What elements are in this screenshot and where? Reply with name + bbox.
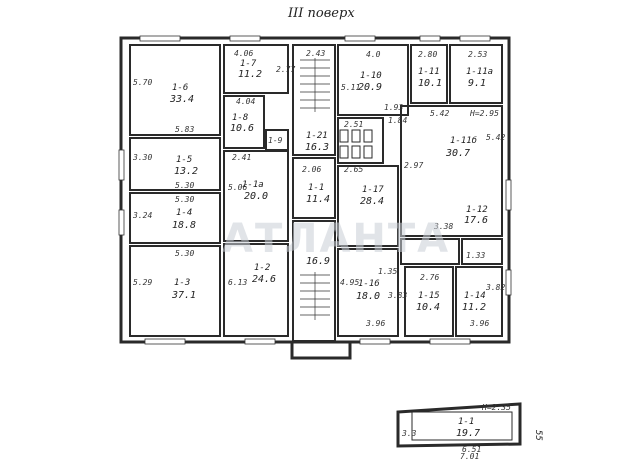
room-id: 1-14 xyxy=(464,291,486,301)
room-dim: 2.43 xyxy=(306,49,325,58)
room-id: 1-4 xyxy=(176,208,192,218)
room-dim: 2.65 xyxy=(344,165,363,174)
room-area: 11.4 xyxy=(306,194,330,205)
room-dim: 2.53 xyxy=(468,50,487,59)
room-id: 1-1а xyxy=(242,180,264,190)
room-dim: 2.76 xyxy=(420,273,439,282)
room-dim: 3.96 xyxy=(365,319,385,328)
room-dim: 5.42 xyxy=(486,133,505,142)
interior-walls xyxy=(129,44,503,342)
room-dim: 5.30 xyxy=(175,195,194,204)
room-area: 37.1 xyxy=(171,290,196,301)
room-dim: 3.24 xyxy=(132,211,152,220)
room-area: 18.0 xyxy=(356,291,380,302)
room-dim: 4.06 xyxy=(234,49,253,58)
room-dim: 6.13 xyxy=(228,278,247,287)
room-dim: 2.51 xyxy=(344,120,363,129)
room-dim: 1.84 xyxy=(388,116,407,125)
room-dim: 2.97 xyxy=(404,161,423,170)
room-id: 1-11а xyxy=(466,67,493,77)
misc-dim: 1.35 xyxy=(378,267,397,276)
room-dim: 5.06 xyxy=(228,183,247,192)
watermark: АТЛАНТА xyxy=(222,216,450,262)
room-id: 1-3 xyxy=(174,278,190,288)
annex-outer: 7.01 xyxy=(460,452,479,460)
room-dim: 2.80 xyxy=(418,50,437,59)
room-dim: 4.0 xyxy=(366,50,381,59)
room-area: 16.9 xyxy=(306,256,330,267)
room-area: 10.1 xyxy=(418,78,442,89)
room-id: 1-11 xyxy=(418,67,440,77)
room-area: 17.6 xyxy=(464,215,488,226)
page-mark: 55 xyxy=(533,430,543,441)
room-dim: 5.83 xyxy=(175,125,194,134)
annex-width: 6.51 xyxy=(462,445,481,454)
floor-title: III поверх xyxy=(287,6,355,21)
room-dim: 3.30 xyxy=(132,153,152,162)
room-area: 16.3 xyxy=(305,142,329,153)
room-area: 18.8 xyxy=(172,220,196,231)
room-dim: 2.77 xyxy=(276,65,295,74)
room-dim: 1.93 xyxy=(384,103,403,112)
room-area: 9.1 xyxy=(468,78,486,89)
room-area: 24.6 xyxy=(252,274,276,285)
room-dim: Н=2.95 xyxy=(469,109,499,118)
room-dim: 2.06 xyxy=(302,165,321,174)
room-id: 1-6 xyxy=(172,83,188,93)
annex-id: 1-1 xyxy=(458,417,474,427)
room-dim: 3.83 xyxy=(387,291,407,300)
room-dim: 5.70 xyxy=(133,78,152,87)
room-id: 1-12 xyxy=(466,205,488,215)
room-id: 1-16 xyxy=(358,279,380,289)
room-area: 11.2 xyxy=(462,302,486,313)
room-dim: 5.30 xyxy=(175,181,194,190)
room-dim: 5.11 xyxy=(341,83,360,92)
room-dim: 1.33 xyxy=(466,251,485,260)
room-dim: 4.04 xyxy=(236,97,255,106)
room-dim: 4.95 xyxy=(340,278,359,287)
annex-plan: 1-1 19.7 Н=2.35 6.51 7.01 3.3 xyxy=(396,402,522,460)
room-dim: 5.30 xyxy=(175,249,194,258)
room-labels: 1-6 33.4 5.70 5.83 1-5 13.2 3.30 5.30 1-… xyxy=(132,49,505,328)
room-id: 1-7 xyxy=(240,59,257,69)
stairs xyxy=(300,58,373,320)
room-id: 1-15 xyxy=(418,291,440,301)
room-area: 28.4 xyxy=(360,196,384,207)
annex-side: 3.3 xyxy=(401,429,417,438)
room-dim: 2.41 xyxy=(232,153,251,162)
misc-dim: 3.96 xyxy=(469,319,489,328)
room-id: 1-5 xyxy=(176,155,192,165)
room-id: 1-17 xyxy=(362,185,384,195)
room-area: 30.7 xyxy=(445,148,470,159)
room-dim: 3.38 xyxy=(433,222,453,231)
room-id: 1-21 xyxy=(306,131,328,141)
annex-height: Н=2.35 xyxy=(481,403,511,412)
room-id: 1-2 xyxy=(254,263,270,273)
room-area: 20.9 xyxy=(358,82,382,93)
room-id: 1-1 xyxy=(308,183,324,193)
room-dim: 5.42 xyxy=(430,109,449,118)
room-id: 1-10 xyxy=(360,71,382,81)
room-dim: 3.82 xyxy=(485,283,505,292)
room-id: 1-11б xyxy=(450,135,477,146)
room-area: 10.4 xyxy=(416,302,440,313)
room-area: 33.4 xyxy=(169,94,194,105)
annex-area: 19.7 xyxy=(456,428,480,439)
room-area: 13.2 xyxy=(174,166,198,177)
room-dim: 5.29 xyxy=(133,278,152,287)
room-id: 1-9 xyxy=(268,136,283,145)
room-area: 10.6 xyxy=(230,123,254,134)
room-area: 11.2 xyxy=(238,69,262,80)
room-id: 1-8 xyxy=(232,113,248,123)
room-area: 20.0 xyxy=(244,191,268,202)
